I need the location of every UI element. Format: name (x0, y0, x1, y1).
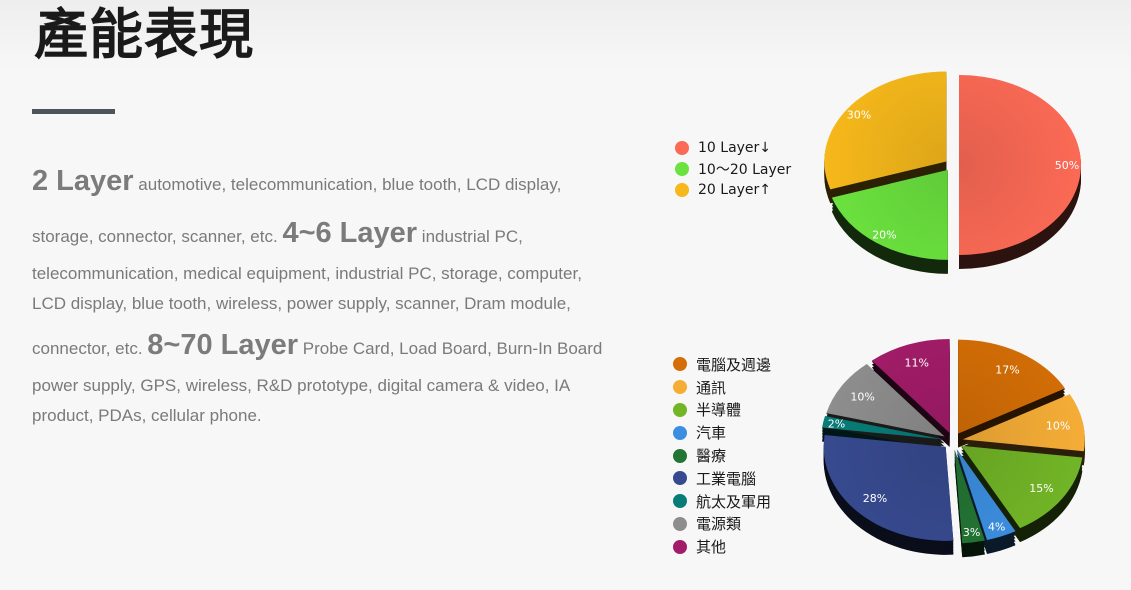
layer-applications: automotive, telecommunication, blue toot… (32, 175, 562, 246)
pie-slice (954, 449, 985, 544)
pie-slice (826, 364, 945, 437)
legend-swatch (675, 182, 689, 197)
pie-slice (959, 75, 1081, 255)
legend-label: 醫療 (696, 447, 727, 466)
legend-item: 醫療 (673, 444, 771, 467)
pie-data-label: 15% (1029, 482, 1053, 495)
legend-swatch (673, 448, 687, 463)
legend-label: 航太及軍用 (696, 492, 772, 511)
legend-label: 汽車 (696, 424, 727, 443)
legend-item: 通訊 (673, 376, 771, 399)
layer-heading: 4~6 Layer (282, 217, 418, 249)
legend-swatch (675, 161, 689, 176)
pie-data-label: 17% (995, 363, 1019, 376)
legend-label: 電腦及週邊 (696, 355, 772, 374)
layer-applications: industrial PC, telecommunication, medica… (32, 227, 582, 358)
legend-swatch (673, 539, 687, 554)
layer-applications: Probe Card, Load Board, Burn-In Board po… (32, 339, 603, 425)
legend-label: 工業電腦 (696, 469, 757, 488)
legend-item: 其他 (673, 535, 771, 558)
pie-slice (962, 394, 1085, 452)
pie-slice (824, 71, 947, 190)
legend-label: 10～20 Layer (698, 161, 792, 178)
pie-data-label: 3% (963, 526, 980, 539)
pie-slice (823, 435, 954, 541)
legend-swatch (673, 357, 687, 372)
pie-data-label: 2% (828, 418, 845, 431)
legend-item: 汽車 (673, 421, 771, 444)
legend-item: 10 Layer↓ (675, 137, 791, 158)
pie-data-label: 50% (1055, 159, 1079, 172)
pie-data-label: 28% (863, 492, 887, 505)
legend-label: 其他 (696, 538, 727, 557)
pie-data-label: 4% (988, 521, 1005, 534)
legend-label: 半導體 (696, 401, 742, 420)
pie-slice (831, 169, 948, 260)
header-background (0, 0, 1131, 70)
legend-label: 電源類 (696, 515, 742, 534)
legend-label: 10 Layer↓ (698, 139, 772, 156)
page-title: 產能表現 (34, 3, 254, 66)
pie-data-label: 20% (872, 228, 896, 241)
legend-swatch (673, 380, 687, 395)
industry-legend: 電腦及週邊 通訊 半導體 汽車 醫療 工業電腦 航太及軍用 電源類 其他 (673, 353, 771, 558)
legend-item: 航太及軍用 (673, 490, 771, 513)
pie-slice (871, 339, 950, 434)
layer-count-legend: 10 Layer↓ 10～20 Layer 20 Layer↑ (675, 137, 791, 200)
legend-swatch (675, 140, 689, 155)
title-divider (32, 109, 115, 114)
legend-swatch (673, 471, 687, 486)
pie-data-label: 10% (1046, 419, 1070, 432)
pie-slice (958, 339, 1065, 434)
legend-swatch (673, 402, 687, 417)
pie-slice (822, 416, 944, 440)
pie-slice (961, 445, 1083, 529)
legend-swatch (673, 516, 687, 531)
layer-heading: 2 Layer (32, 165, 134, 197)
pie-slice (956, 448, 1016, 540)
pie-data-label: 30% (847, 109, 871, 122)
layer-description: 2 Layer automotive, telecommunication, b… (32, 155, 607, 431)
legend-swatch (673, 425, 687, 440)
legend-swatch (673, 494, 687, 509)
pie-data-label: 10% (850, 390, 874, 403)
legend-label: 通訊 (696, 378, 727, 397)
pie-data-label: 11% (905, 357, 929, 370)
layer-heading: 8~70 Layer (147, 329, 299, 361)
legend-item: 20 Layer↑ (675, 179, 791, 200)
legend-item: 工業電腦 (673, 467, 771, 490)
legend-item: 電腦及週邊 (673, 353, 771, 376)
legend-item: 10～20 Layer (675, 158, 791, 179)
legend-label: 20 Layer↑ (698, 181, 772, 198)
legend-item: 半導體 (673, 399, 771, 422)
legend-item: 電源類 (673, 513, 771, 536)
